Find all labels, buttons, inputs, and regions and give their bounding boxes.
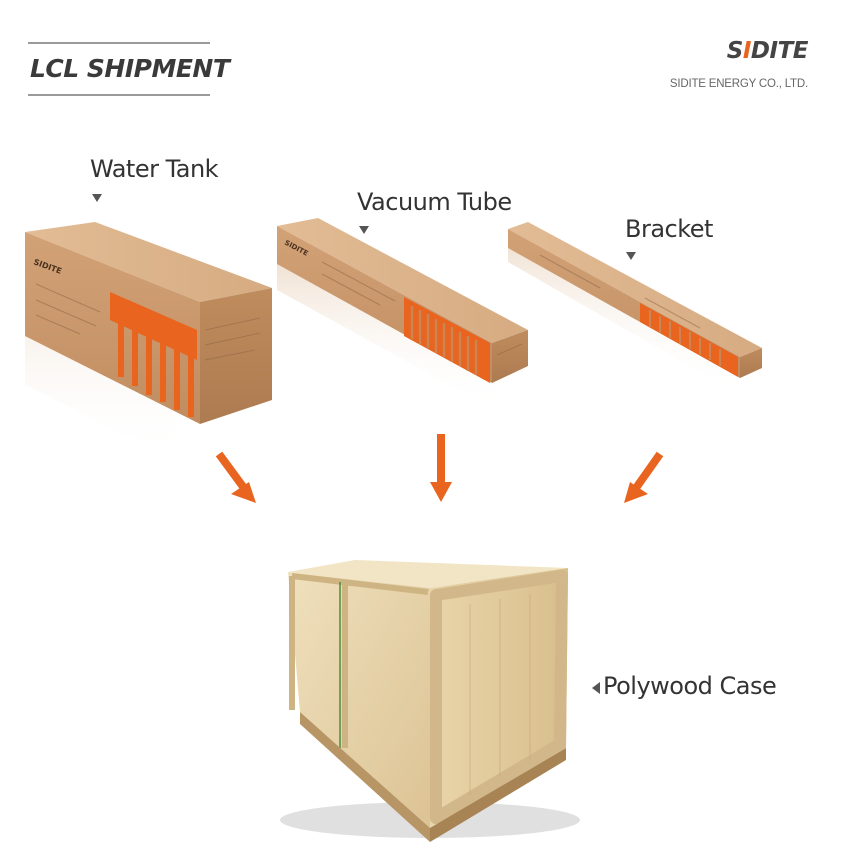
brand-subtitle: SIDITE ENERGY CO., LTD.	[669, 78, 808, 90]
crate-skid-front	[430, 748, 566, 842]
water-tank-box: SIDITE	[25, 222, 272, 460]
vacuum-tube-label: Vacuum Tube	[357, 188, 512, 216]
bracket-label: Bracket	[625, 215, 713, 243]
crate-front-frame	[430, 570, 568, 824]
plywood-crate	[280, 560, 580, 842]
title-divider-top	[28, 42, 210, 44]
down-triangle-icon	[92, 194, 102, 202]
brand-logo-mark: SIDITE	[726, 38, 809, 64]
vacuum-tube-print-lines	[321, 261, 523, 356]
left-triangle-icon	[592, 682, 600, 694]
water-tank-top	[25, 222, 272, 302]
vacuum-tube-top	[277, 218, 528, 343]
down-triangle-icon	[359, 226, 369, 234]
water-tank-label: Water Tank	[90, 155, 219, 183]
crate-top	[288, 560, 568, 588]
polywood-case-label: Polywood Case	[603, 672, 777, 700]
crate-skid-side	[300, 712, 430, 842]
bracket-end	[740, 348, 762, 378]
water-tank-tubes-graphic	[118, 315, 194, 417]
vacuum-tube-end	[492, 330, 528, 383]
crate-side	[288, 572, 430, 828]
down-triangle-icon	[626, 252, 636, 260]
page-title: LCL SHIPMENT	[30, 54, 230, 83]
bracket-graphic	[649, 310, 721, 366]
title-divider-bottom	[28, 94, 210, 96]
flow-arrows	[215, 434, 664, 503]
arrow-icon-right	[624, 451, 664, 503]
vacuum-tube-reflection	[277, 260, 495, 410]
arrow-icon-left	[215, 451, 256, 503]
bracket-top	[508, 222, 762, 357]
vacuum-tube-box: SIDITE	[277, 218, 528, 410]
brand-logo: SIDITE SIDITE ENERGY CO., LTD.	[658, 38, 809, 96]
water-tank-end	[200, 288, 272, 424]
bracket-print-lines	[539, 254, 701, 329]
crate-front-grain	[469, 594, 531, 795]
water-tank-front	[25, 232, 200, 424]
crate-side-battens	[289, 573, 429, 748]
title-block: LCL SHIPMENT	[28, 42, 230, 96]
vacuum-tube-tubes-graphic	[410, 306, 478, 375]
arrow-icon-center	[430, 434, 452, 502]
bracket-box	[508, 222, 762, 395]
water-tank-print-lines	[35, 283, 261, 361]
